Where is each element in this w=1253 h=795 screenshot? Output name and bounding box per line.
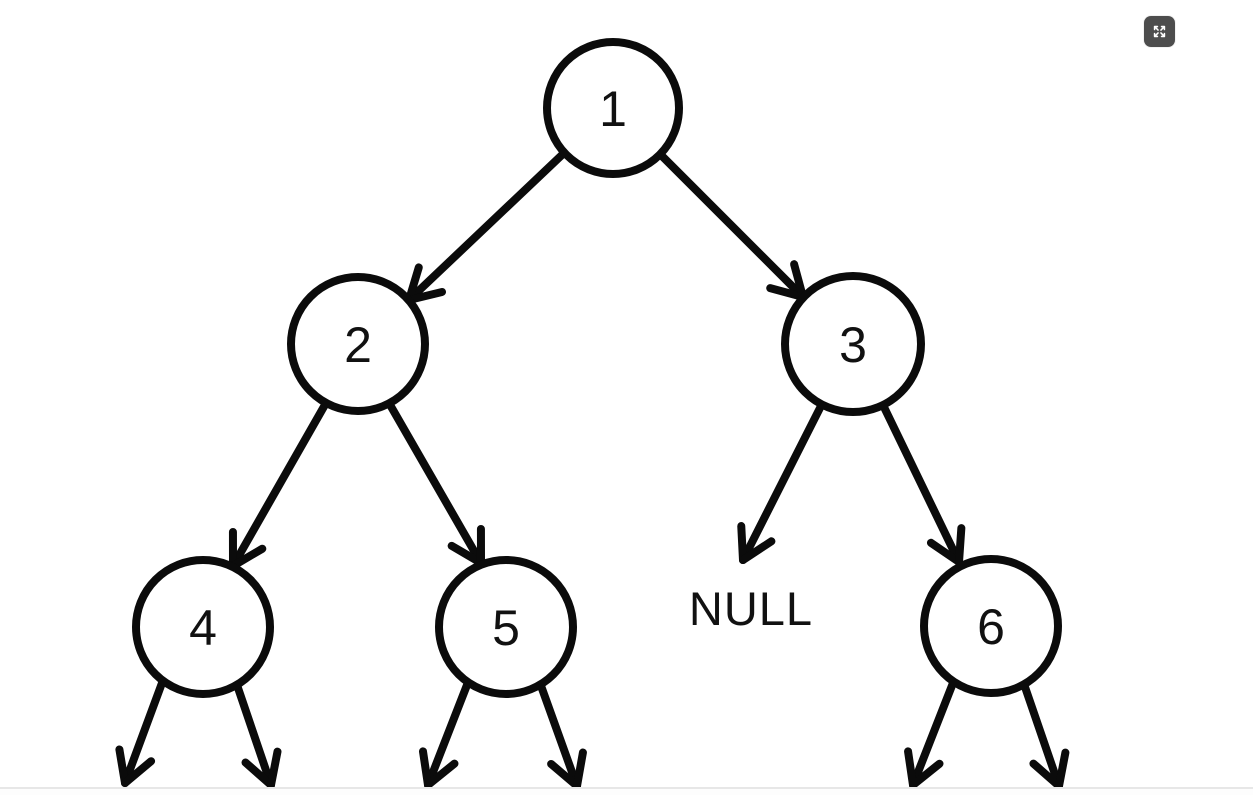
tree-node-label-6: 6 (977, 599, 1005, 655)
tree-node-label-3: 3 (839, 317, 867, 373)
leaf-arrow-6-right-arrowhead-barb (1055, 748, 1070, 790)
below-divider-area (0, 789, 1253, 795)
tree-node-label-5: 5 (492, 600, 520, 656)
leaf-arrow-4-right (233, 681, 275, 789)
edge-2-to-5-arrowhead-barb (447, 541, 485, 567)
leaf-arrow-6-right (1021, 683, 1063, 790)
leaf-arrow-6-right-arrowhead-barb (1029, 759, 1063, 790)
tree-node-label-1: 1 (599, 81, 627, 137)
leaf-arrow-5-left-arrowhead-barb (418, 747, 432, 789)
bottom-divider-line (0, 787, 1253, 789)
edge-1-to-3 (656, 150, 807, 301)
leaf-arrow-4-left-arrowhead-barb (115, 745, 129, 787)
leaf-arrow-6-left-arrowhead-barb (904, 747, 917, 789)
leaf-arrow-4-right-arrowhead-barb (241, 758, 275, 789)
edge-3-to-null-arrowhead-barb (739, 537, 776, 564)
edge-2-to-4-arrowhead-barb (229, 544, 267, 570)
edge-3-to-null-arrowhead-barb (737, 522, 747, 564)
leaf-arrow-5-left (424, 681, 471, 789)
expand-button[interactable] (1144, 16, 1175, 47)
tree-node-circle-5 (435, 556, 577, 698)
edge-1-to-2 (405, 149, 568, 304)
leaf-arrow-5-right-arrowhead-barb (573, 748, 587, 790)
edge-1-to-3-arrowhead-barb (790, 260, 807, 301)
edge-3-to-6 (879, 401, 963, 566)
tree-node-circle-1 (543, 38, 683, 178)
null-label: NULL (689, 582, 813, 635)
leaf-arrow-6-left-arrowhead-barb (909, 759, 944, 789)
edge-3-to-null (739, 400, 826, 564)
edge-1-to-2-arrowhead-barb (405, 287, 447, 304)
leaf-arrow-5-right (536, 679, 581, 790)
edge-3-to-6-arrowhead-barb (955, 524, 966, 566)
leaf-arrow-4-left-arrowhead-barb (121, 757, 156, 787)
tree-node-label-4: 4 (189, 600, 217, 656)
tree-node-label-2: 2 (344, 317, 372, 373)
edge-2-to-4 (229, 399, 330, 570)
tree-node-circle-4 (132, 556, 274, 698)
leaf-arrow-4-right-arrowhead-barb (267, 747, 282, 789)
tree-node-circle-6 (920, 555, 1062, 697)
expand-icon (1151, 23, 1168, 40)
edge-3-to-6-arrowhead-barb (926, 538, 963, 566)
leaf-arrow-6-left (909, 679, 957, 789)
edge-1-to-3-arrowhead-barb (766, 284, 807, 301)
leaf-arrow-5-left-arrowhead-barb (424, 759, 459, 789)
leaf-arrow-5-right-arrowhead-barb (547, 759, 581, 790)
tree-node-circle-2 (287, 273, 429, 415)
tree-node-circle-3 (781, 272, 925, 416)
edge-2-to-5 (385, 399, 485, 567)
leaf-arrow-4-left (121, 679, 166, 787)
edge-1-to-2-arrowhead-barb (405, 263, 423, 304)
